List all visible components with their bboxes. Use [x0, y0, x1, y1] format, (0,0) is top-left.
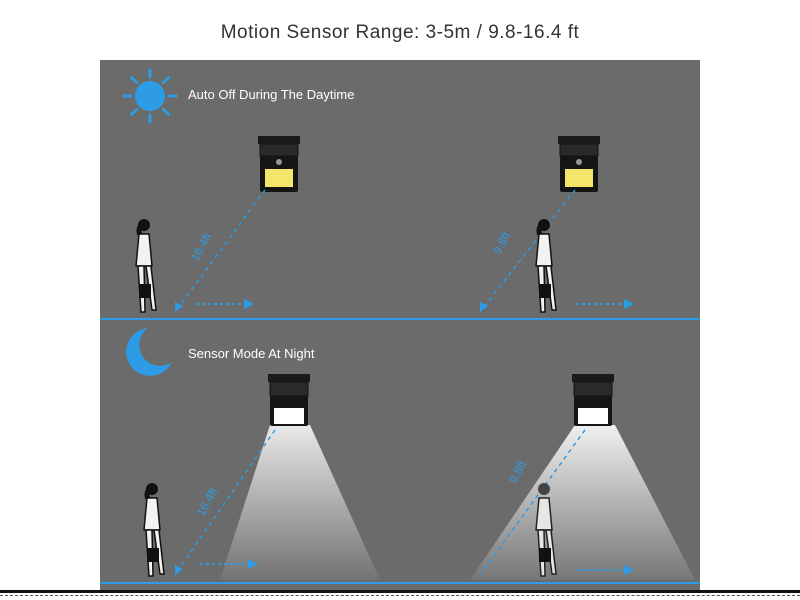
- day-mode-label: Auto Off During The Daytime: [188, 87, 355, 102]
- solar-lamp-icon: [558, 136, 600, 192]
- night-mode-label: Sensor Mode At Night: [188, 346, 315, 361]
- bottom-divider: [0, 595, 800, 597]
- pedestrian-icon: [143, 483, 165, 577]
- pedestrian-icon: [535, 483, 557, 577]
- sensor-range-line: [174, 429, 276, 576]
- walk-direction-arrow: [200, 559, 258, 569]
- night-ground-line: [100, 582, 700, 584]
- sensor-range-line: [479, 429, 586, 576]
- walk-direction-arrow: [576, 299, 634, 309]
- page-title: Motion Sensor Range: 3-5m / 9.8-16.4 ft: [220, 22, 580, 43]
- moon-icon: [126, 328, 172, 376]
- solar-lamp-icon: [572, 374, 614, 426]
- bottom-border: [0, 590, 800, 593]
- solar-lamp-icon: [268, 374, 310, 426]
- light-beam: [470, 425, 695, 580]
- sensor-range-line: [479, 189, 576, 313]
- walk-direction-arrow: [196, 299, 254, 309]
- pedestrian-icon: [535, 219, 557, 313]
- sensor-range-line: [174, 189, 266, 313]
- light-beam: [220, 425, 380, 580]
- walk-direction-arrow: [576, 565, 634, 575]
- solar-lamp-icon: [258, 136, 300, 192]
- day-ground-line: [100, 318, 700, 320]
- pedestrian-icon: [135, 219, 157, 313]
- sun-icon: [122, 68, 178, 124]
